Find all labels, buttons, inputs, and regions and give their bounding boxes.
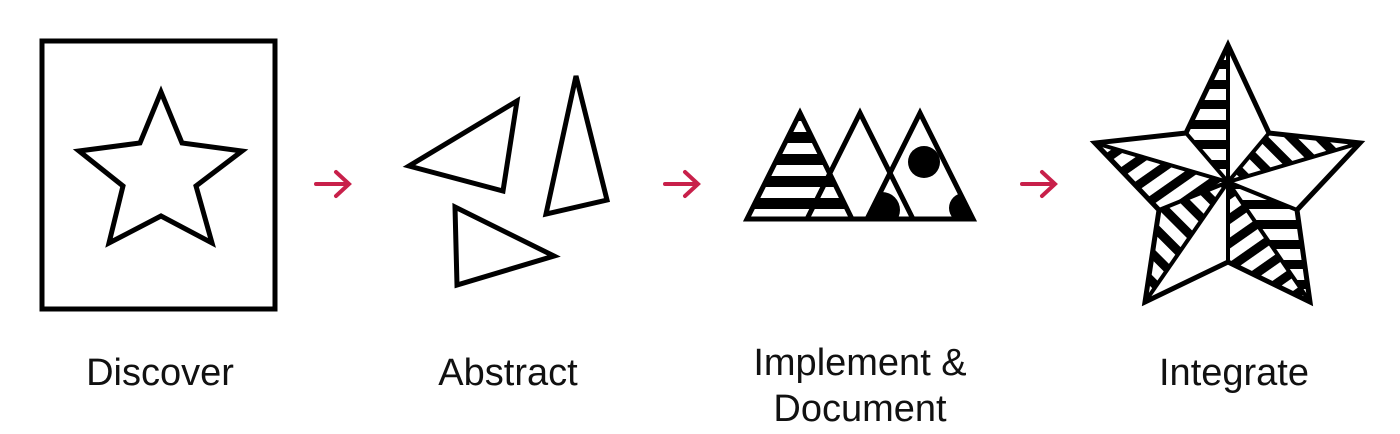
step-label-integrate: Integrate <box>1159 352 1309 394</box>
arrow-right-icon <box>1020 170 1058 198</box>
arrow-right-icon <box>314 170 352 198</box>
star-in-frame-icon <box>39 38 278 312</box>
step-label-abstract: Abstract <box>438 352 578 394</box>
patterned-triangles-icon <box>742 107 978 222</box>
step-label-line-2: Document <box>773 388 947 430</box>
scattered-triangles-icon <box>402 75 611 289</box>
step-label-discover: Discover <box>86 352 234 394</box>
patterned-star-icon <box>1089 39 1366 307</box>
arrow-right-icon <box>663 170 701 198</box>
step-label-line-1: Implement & <box>753 342 967 384</box>
step-label-implement-document: Implement & Document <box>700 340 1020 432</box>
